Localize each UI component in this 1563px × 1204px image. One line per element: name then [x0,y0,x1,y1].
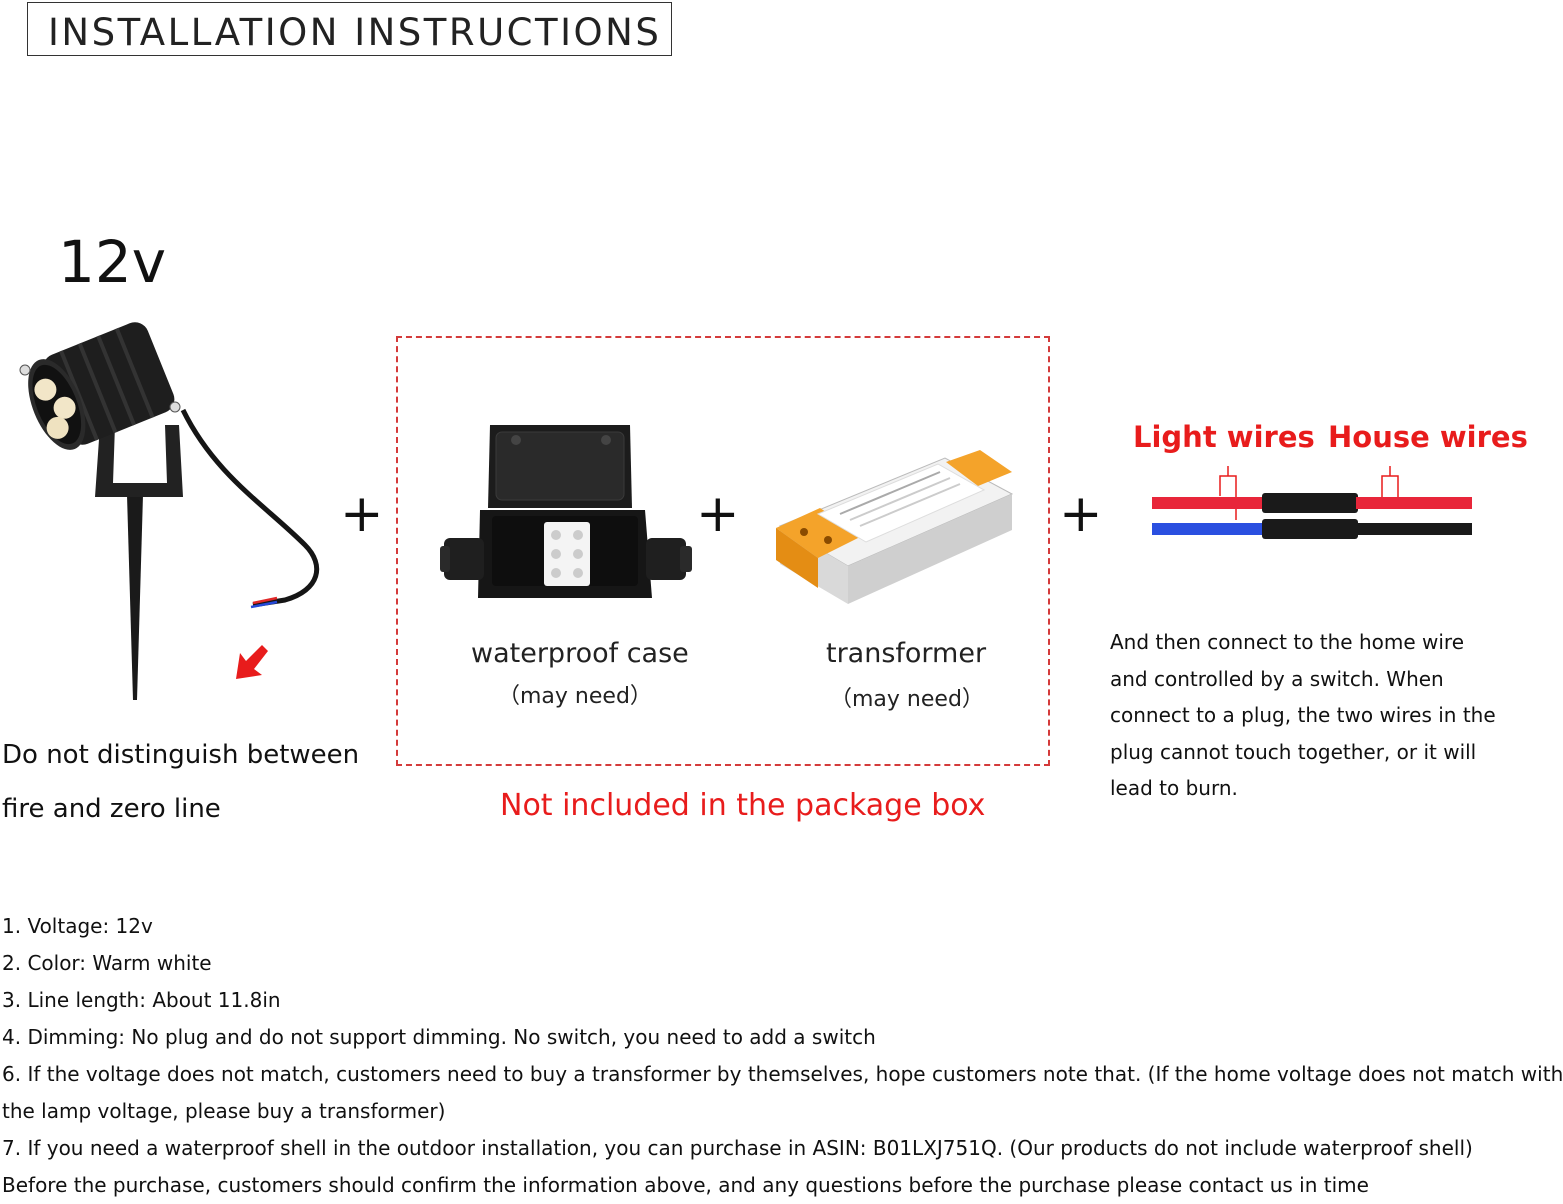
spotlight-lamp-icon [19,322,320,700]
waterproof-case-note: （may need） [498,684,652,709]
lamp-note-line-2: fire and zero line [2,794,221,824]
lamp-note-line-1: Do not distinguish between [2,740,360,770]
waterproof-case-label: waterproof case [471,638,689,669]
spec-item: 4. Dimming: No plug and do not support d… [2,1025,876,1049]
spec-item: 3. Line length: About 11.8in [2,988,281,1012]
lamp-wiring-note: Do not distinguish between fire and zero… [2,728,359,836]
spec-item: 7. If you need a waterproof shell in the… [2,1136,1473,1160]
plus-sign: + [696,484,740,544]
house-wires-label: House wires [1328,420,1528,454]
plus-sign: + [1059,484,1103,544]
plus-sign: + [340,484,384,544]
voltage-heading: 12v [58,228,167,296]
arrow-down-left-icon [236,645,268,679]
spec-item: 2. Color: Warm white [2,951,212,975]
light-wires-label: Light wires [1133,420,1315,454]
spec-item: Before the purchase, customers should co… [2,1173,1369,1197]
transformer-label: transformer [826,638,987,669]
page-title: INSTALLATION INSTRUCTIONS [48,11,662,54]
spec-item: 6. If the voltage does not match, custom… [2,1062,1563,1086]
connection-note: And then connect to the home wire and co… [1110,630,1496,800]
transformer-note: （may need） [830,687,984,712]
transformer-icon [776,450,1014,604]
junction-box-icon [440,425,692,598]
not-included-label: Not included in the package box [500,788,986,823]
title-box: INSTALLATION INSTRUCTIONS [27,2,672,56]
wire-connection-icon [1152,466,1472,539]
spec-item: 1. Voltage: 12v [2,914,153,938]
optional-items-box [396,336,1050,766]
spec-item: the lamp voltage, please buy a transform… [2,1099,446,1123]
spec-list: 1. Voltage: 12v 2. Color: Warm white 3. … [2,908,1563,1204]
